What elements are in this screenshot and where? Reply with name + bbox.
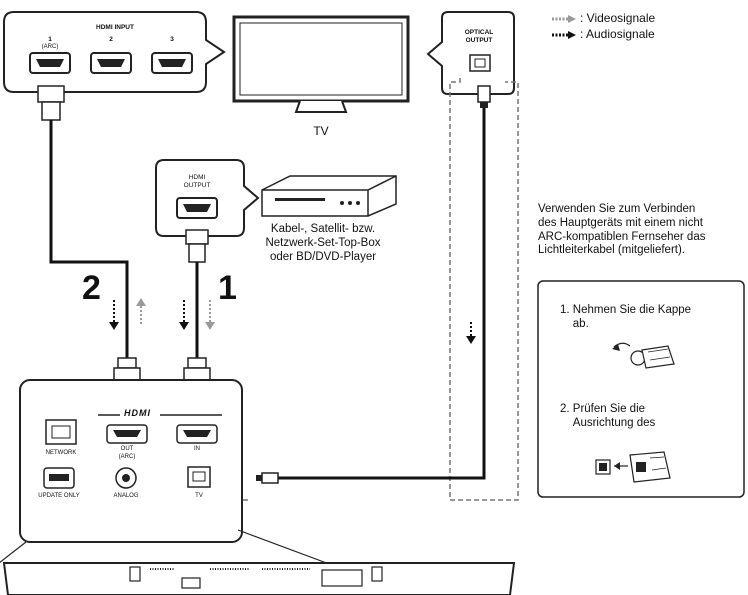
tv-port-1-number: 1	[48, 36, 52, 43]
source-hdmi-output-box	[155, 159, 260, 237]
alignment-illustration	[595, 451, 671, 483]
cable-2-audio-arrow	[109, 300, 119, 330]
in-label: IN	[194, 446, 200, 452]
tv-hdmi-port-3	[151, 52, 193, 74]
optical-tv-port	[187, 466, 211, 488]
optical-cable	[256, 85, 491, 484]
source-device-icon	[261, 175, 397, 217]
hdmi-out-arc-port	[106, 424, 148, 444]
optical-audio-arrow	[466, 322, 476, 344]
source-device-description: Kabel-, Satellit- bzw. Netzwerk-Set-Top-…	[265, 223, 381, 264]
analog-label: ANALOG	[113, 493, 139, 499]
tv-icon	[232, 15, 410, 113]
optical-output-label: OPTICAL OUTPUT	[464, 29, 494, 45]
hdmi-input-title: HDMI INPUT	[96, 24, 134, 31]
cable-1-video-arrow	[205, 300, 215, 330]
rear-panel	[19, 379, 243, 543]
update-only-label: UPDATE ONLY	[38, 493, 80, 499]
legend-video-arrow	[552, 15, 576, 23]
out-arc-label: OUT (ARC)	[118, 446, 136, 460]
tv-hdmi-port-2	[90, 52, 132, 74]
usb-port	[43, 467, 75, 489]
cable-number-1: 1	[218, 269, 237, 307]
tv-port-1-arc: (ARC)	[41, 44, 59, 50]
cable-2-return-arrow	[136, 298, 146, 326]
tv-label: TV	[313, 124, 329, 138]
tv-hdmi-port-1	[29, 52, 71, 74]
step-1-text: 1. Nehmen Sie die Kappe ab.	[560, 304, 692, 330]
hdmi-cable-1	[183, 229, 211, 385]
tv-port-label: TV	[195, 493, 203, 499]
analog-jack	[115, 467, 137, 489]
optical-dashed-path	[231, 78, 519, 501]
hdmi-cable-2	[37, 85, 141, 385]
network-label: NETWORK	[45, 450, 77, 456]
legend-audio-label: : Audiosignale	[580, 27, 655, 41]
network-port	[45, 419, 77, 445]
step-2-text: 2. Prüfen Sie die Ausrichtung des	[560, 403, 656, 429]
tv-port-2-number: 2	[109, 36, 113, 43]
tv-port-3-number: 3	[170, 36, 174, 43]
soundbar-rear	[2, 562, 516, 595]
note-text: Verwenden Sie zum Verbinden des Hauptger…	[538, 203, 706, 257]
cable-number-2: 2	[82, 269, 101, 307]
steps-box	[537, 280, 745, 498]
legend-audio-arrow	[552, 31, 576, 39]
cable-1-audio-arrow	[179, 300, 189, 330]
source-hdmi-output-label: HDMI OUTPUT	[183, 174, 211, 190]
cap-removal-illustration	[612, 342, 675, 369]
hdmi-in-port	[176, 424, 218, 444]
optical-output-box	[426, 11, 515, 95]
legend-video-label: : Videosignale	[580, 11, 656, 25]
rear-panel-hdmi-brand: HDMI	[121, 408, 154, 419]
panel-leader-lines	[0, 529, 341, 569]
